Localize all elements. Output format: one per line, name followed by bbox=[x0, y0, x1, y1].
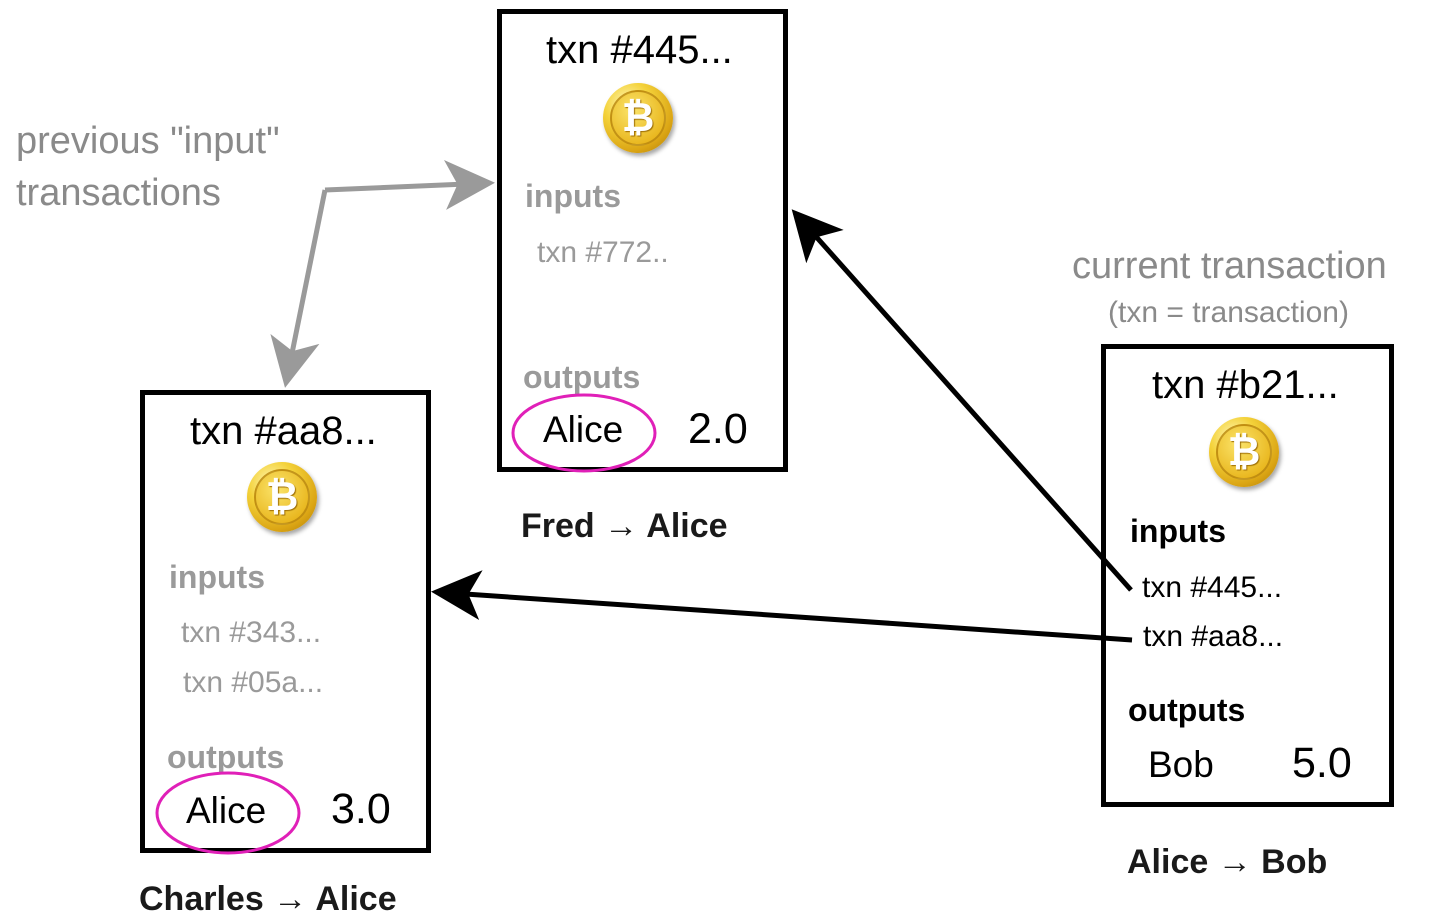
bitcoin-glyph: ₿ bbox=[1227, 429, 1261, 475]
output-recipient-445: Alice bbox=[543, 409, 624, 450]
input-ref-aa8-1: txn #343... bbox=[181, 616, 322, 649]
outputs-label-aa8: outputs bbox=[167, 739, 285, 775]
previous-input-arrow-to-445 bbox=[324, 159, 495, 210]
previous-inputs-note-line2: transactions bbox=[16, 172, 221, 214]
bitcoin-glyph: ₿ bbox=[265, 474, 299, 520]
bitcoin-glyph: ₿ bbox=[621, 95, 655, 141]
inputs-label-b21: inputs bbox=[1130, 513, 1226, 549]
output-amount-445: 2.0 bbox=[688, 405, 748, 453]
output-amount-aa8: 3.0 bbox=[331, 785, 391, 833]
output-recipient-aa8: Alice bbox=[186, 790, 267, 831]
input-ref-aa8-2: txn #05a... bbox=[183, 666, 324, 699]
input-reference-arrow-aa8 bbox=[431, 570, 1133, 643]
output-recipient-b21: Bob bbox=[1148, 744, 1214, 785]
outputs-label-445: outputs bbox=[523, 359, 641, 395]
current-transaction-subtitle: (txn = transaction) bbox=[1108, 296, 1349, 329]
current-transaction-title: current transaction bbox=[1072, 245, 1387, 287]
previous-inputs-note-line1: previous "input" bbox=[16, 120, 280, 162]
bitcoin-coin-icon: ₿ bbox=[1209, 417, 1279, 487]
caption-aa8: Charles → Alice bbox=[139, 880, 397, 918]
output-amount-b21: 5.0 bbox=[1292, 739, 1352, 787]
previous-input-arrow-to-aa8 bbox=[270, 189, 328, 388]
transaction-title-b21: txn #b21... bbox=[1152, 363, 1339, 407]
bitcoin-coin-icon: ₿ bbox=[603, 83, 673, 153]
outputs-label-b21: outputs bbox=[1128, 692, 1246, 728]
transaction-title-aa8: txn #aa8... bbox=[190, 409, 377, 453]
inputs-label-aa8: inputs bbox=[169, 559, 265, 595]
input-ref-b21-1: txn #445... bbox=[1142, 571, 1283, 604]
inputs-label-445: inputs bbox=[525, 178, 621, 214]
input-ref-445-1: txn #772.. bbox=[537, 236, 669, 269]
input-ref-b21-2: txn #aa8... bbox=[1143, 620, 1284, 653]
bitcoin-coin-icon: ₿ bbox=[247, 462, 317, 532]
caption-445: Fred → Alice bbox=[521, 507, 728, 545]
transaction-title-445: txn #445... bbox=[546, 28, 733, 72]
caption-b21: Alice → Bob bbox=[1127, 843, 1328, 881]
